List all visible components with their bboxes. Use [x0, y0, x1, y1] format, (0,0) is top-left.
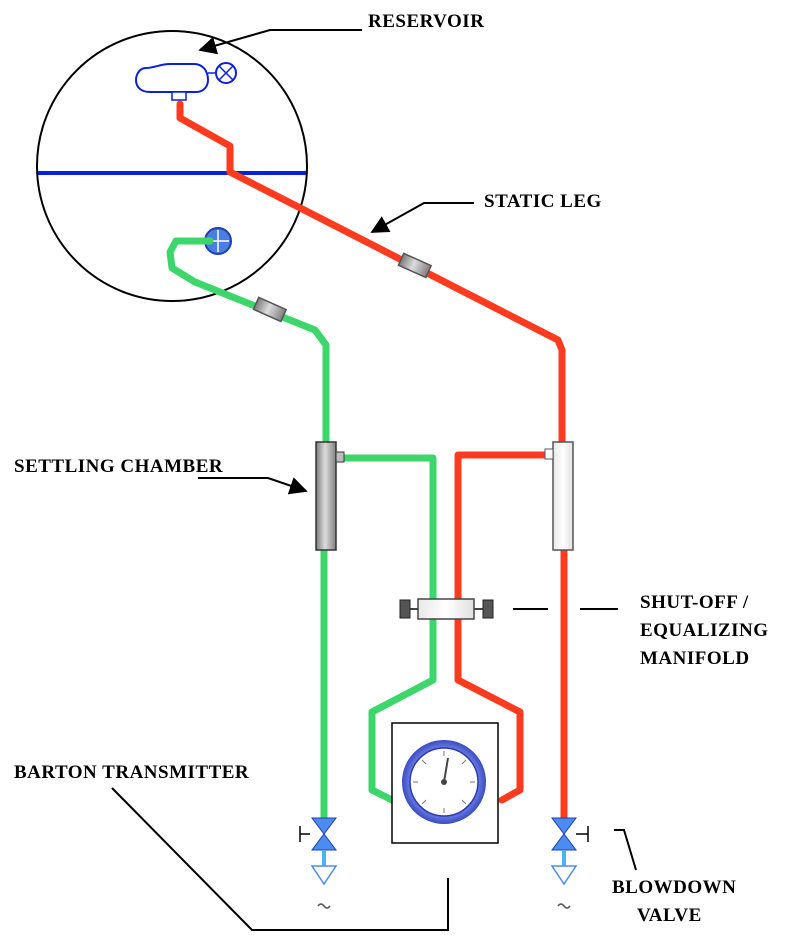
settling-chamber-label: SETTLING CHAMBER [14, 456, 223, 477]
equalizing-manifold-icon [399, 598, 494, 620]
reservoir-vessel [36, 30, 308, 302]
blowdown-valve-leader [614, 829, 637, 871]
low-side-coupling-icon [252, 296, 288, 323]
barton-transmitter-icon [391, 722, 499, 844]
settling-chamber-arrow [198, 477, 308, 495]
blowdown-label-line2: VALVE [637, 905, 702, 926]
low-side-impulse-line [166, 237, 330, 446]
settling-chamber-left [315, 441, 345, 551]
manifold-label-line3: MANIFOLD [640, 648, 750, 669]
settling-chamber-right [544, 441, 574, 551]
manifold-label-line2: EQUALIZING [640, 620, 769, 641]
static-leg-line [176, 100, 566, 446]
barton-transmitter-leader [111, 787, 449, 931]
reservoir-label: RESERVOIR [368, 11, 484, 32]
static-leg-label: STATIC LEG [484, 191, 602, 212]
reservoir-arrow [198, 29, 362, 55]
static-leg-coupling-icon [397, 252, 433, 279]
blowdown-label-line1: BLOWDOWN [612, 877, 736, 898]
blowdown-valve-icon [550, 817, 589, 909]
low-side-manifold-line [339, 454, 437, 804]
float-icon [134, 62, 237, 101]
high-side-impulse-line [454, 451, 556, 804]
left-drain-valve-icon [299, 817, 338, 909]
manifold-label-line1: SHUT-OFF / [640, 592, 749, 613]
static-leg-arrow [370, 202, 474, 233]
barton-transmitter-label: BARTON TRANSMITTER [14, 762, 249, 783]
